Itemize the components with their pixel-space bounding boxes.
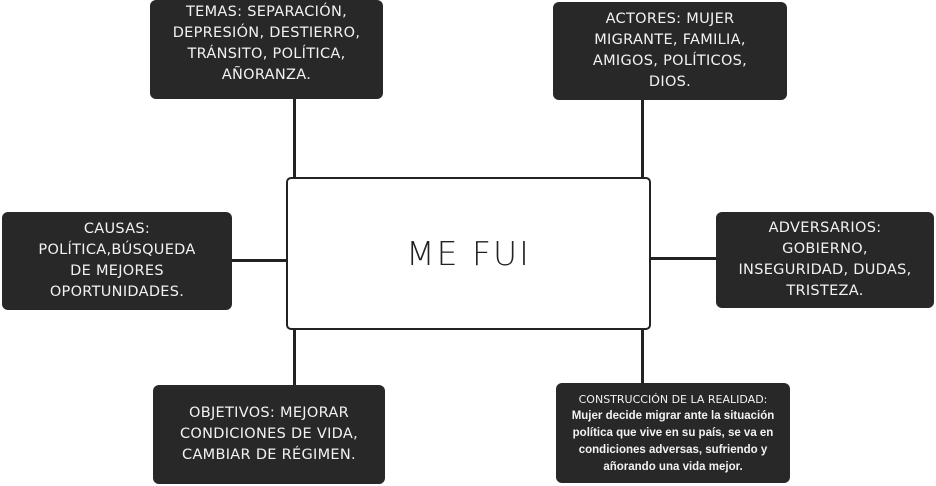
central-topic-title: ME FUI [406, 234, 531, 273]
node-actores-text: ACTORES: MUJER MIGRANTE, FAMILIA, AMIGOS… [592, 11, 748, 90]
node-temas-text: TEMAS: SEPARACIÓN, DEPRESIÓN, DESTIERRO,… [172, 4, 361, 83]
connector-actores [641, 100, 644, 177]
node-causas-text: CAUSAS: POLÍTICA,BÚSQUEDA DE MEJORES OPO… [38, 221, 196, 300]
node-construccion-title: CONSTRUCCIÓN DE LA REALIDAD: [578, 392, 768, 406]
node-adversarios: ADVERSARIOS: GOBIERNO, INSEGURIDAD, DUDA… [716, 212, 934, 308]
central-topic: ME FUI [286, 177, 651, 330]
node-construccion: CONSTRUCCIÓN DE LA REALIDAD: Mujer decid… [556, 383, 790, 483]
node-construccion-text: Mujer decide migrar ante la situación po… [571, 409, 775, 473]
node-temas: TEMAS: SEPARACIÓN, DEPRESIÓN, DESTIERRO,… [150, 0, 383, 99]
node-objetivos-text: OBJETIVOS: MEJORAR CONDICIONES DE VIDA, … [179, 405, 359, 463]
connector-construccion [641, 330, 644, 383]
node-actores: ACTORES: MUJER MIGRANTE, FAMILIA, AMIGOS… [553, 2, 787, 100]
connector-objetivos [293, 330, 296, 385]
connector-causas [231, 259, 286, 262]
node-causas: CAUSAS: POLÍTICA,BÚSQUEDA DE MEJORES OPO… [2, 212, 232, 310]
node-objetivos: OBJETIVOS: MEJORAR CONDICIONES DE VIDA, … [153, 385, 385, 484]
node-adversarios-text: ADVERSARIOS: GOBIERNO, INSEGURIDAD, DUDA… [738, 220, 912, 299]
connector-adversarios [651, 257, 716, 260]
connector-temas [293, 99, 296, 177]
